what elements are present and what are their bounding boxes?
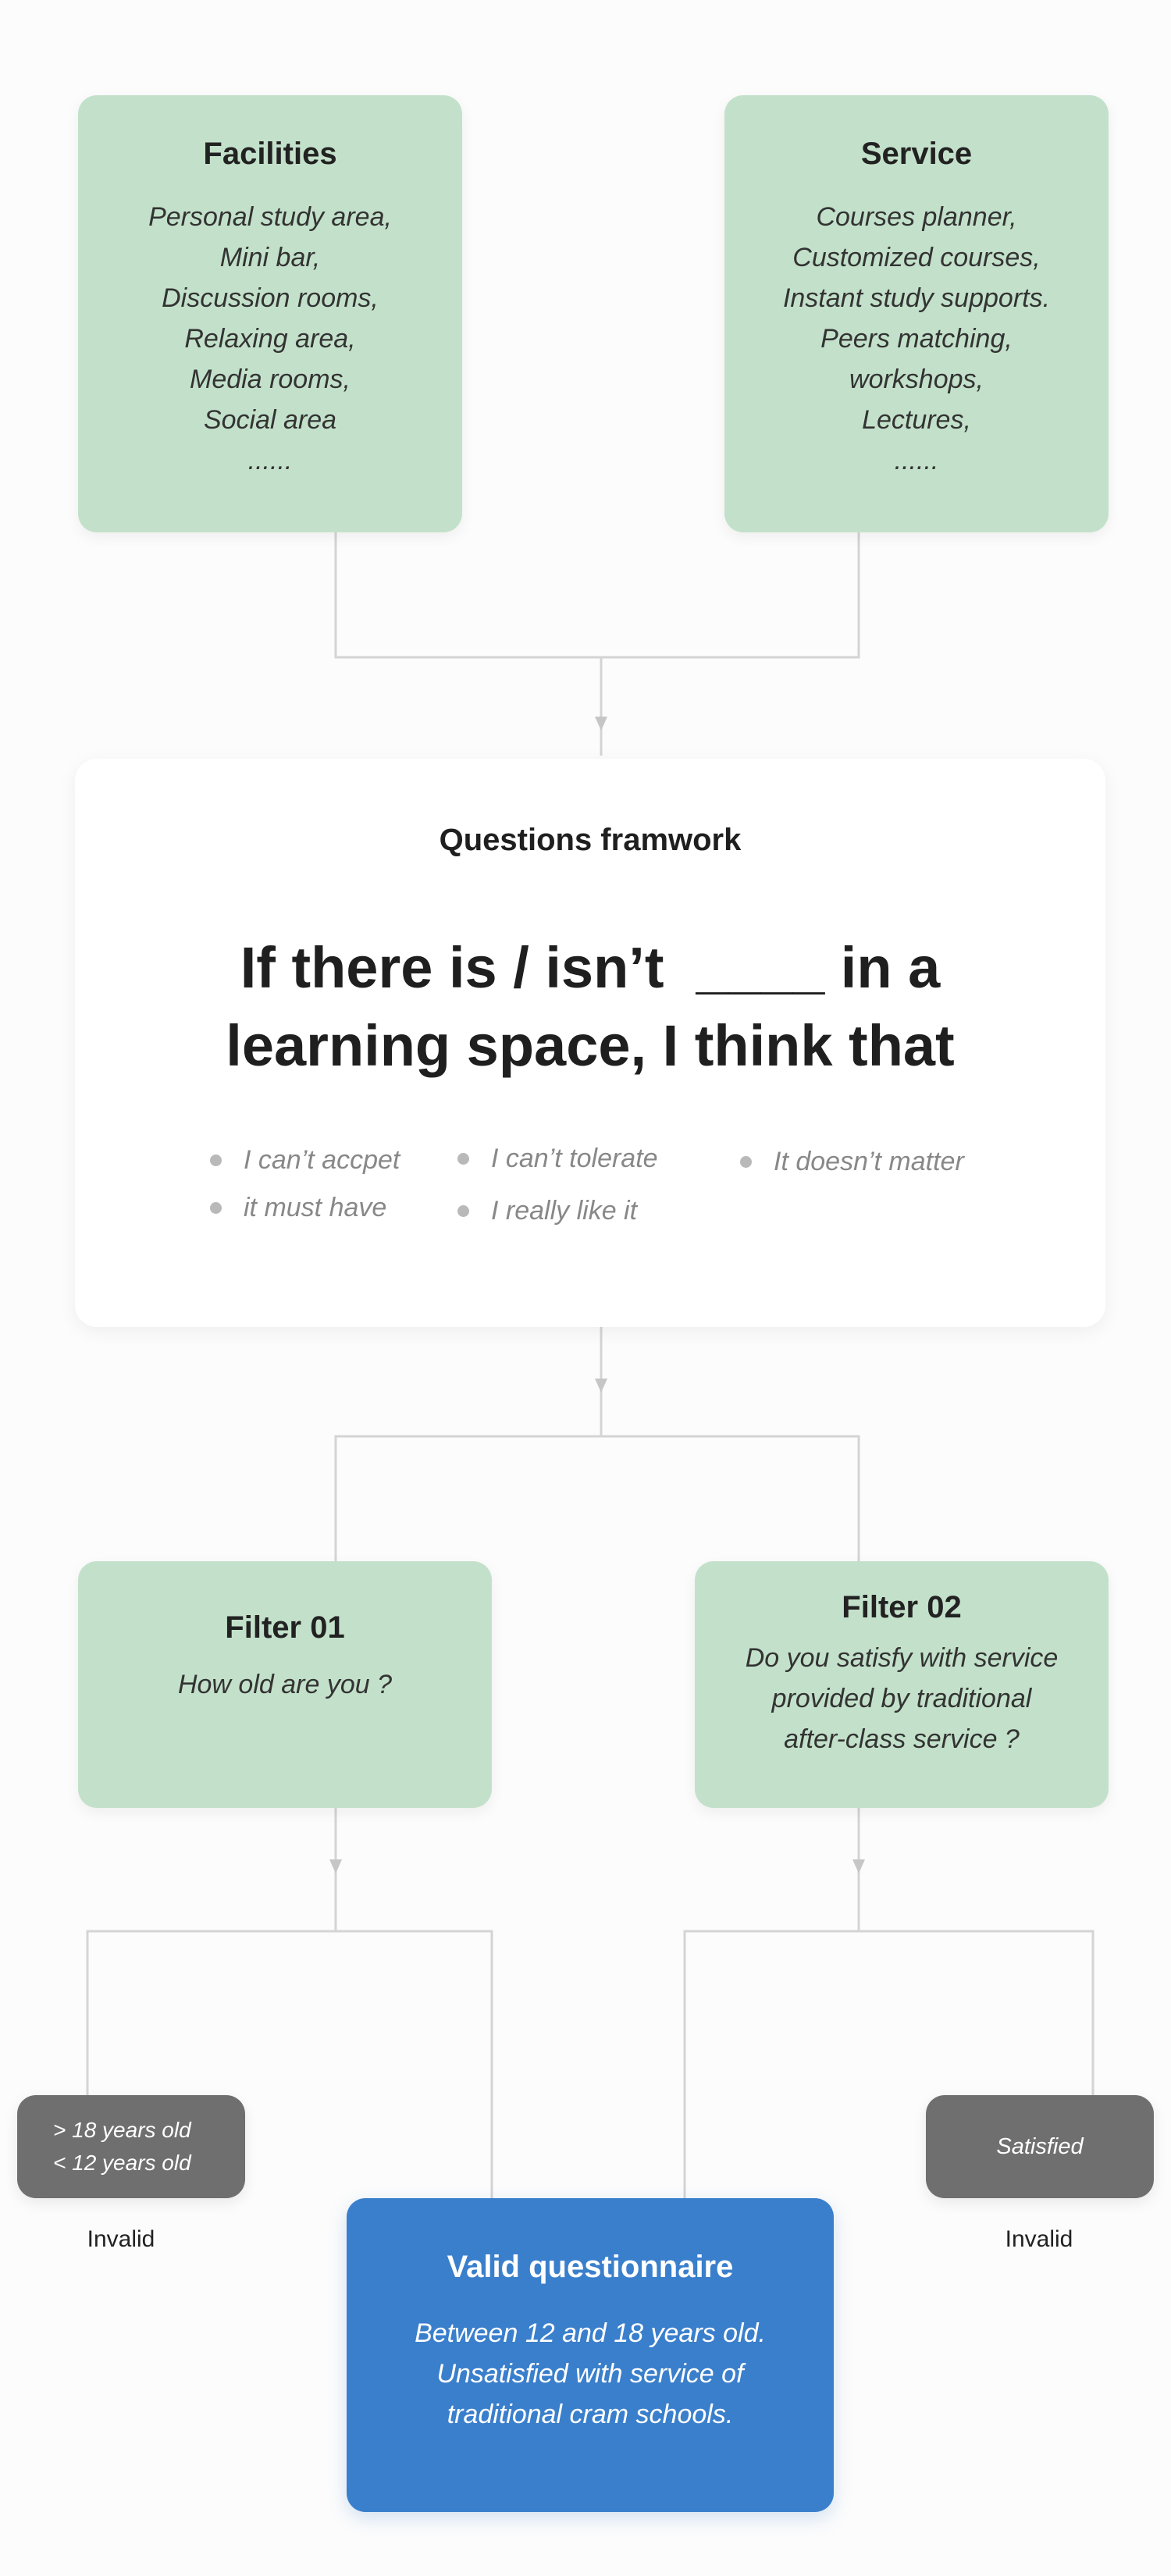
service-item: workshops, <box>849 365 984 394</box>
answer-option-label: I can’t accpet <box>244 1145 400 1175</box>
valid-criteria-line: Unsatisfied with service of <box>436 2359 744 2389</box>
facilities-item: Relaxing area, <box>184 324 356 354</box>
answer-option: I can’t tolerate <box>457 1144 658 1174</box>
service-box: Service Courses planner, Customized cour… <box>724 95 1109 532</box>
facilities-item: Social area <box>203 405 337 435</box>
filter-02-question-line: Do you satisfy with service <box>745 1643 1059 1673</box>
facilities-item: Discussion rooms, <box>162 283 379 313</box>
framework-statement-line: learning space, I think that <box>226 1013 955 1078</box>
bullet-dot-icon <box>210 1155 222 1166</box>
valid-criteria-line: Between 12 and 18 years old. <box>415 2318 766 2348</box>
answer-option: it must have <box>210 1193 386 1223</box>
filter-split-connector <box>334 1435 860 1561</box>
service-list: Courses planner, Customized courses, Ins… <box>724 197 1109 481</box>
arrow-head <box>595 1379 607 1393</box>
service-item: Peers matching, <box>820 324 1013 354</box>
service-item: Instant study supports. <box>782 283 1051 313</box>
filter-02-question: Do you satisfy with service provided by … <box>695 1638 1109 1759</box>
arrow-head <box>595 717 607 731</box>
invalid-satisfied-text: Satisfied <box>996 2133 1084 2159</box>
invalid-age-line: < 12 years old <box>53 2151 191 2175</box>
invalid-age-box: > 18 years old < 12 years old <box>17 2095 245 2198</box>
facilities-item: ...... <box>247 446 293 475</box>
bullet-dot-icon <box>740 1156 752 1168</box>
filter2-branch-connector <box>683 1930 1094 2198</box>
bullet-dot-icon <box>457 1153 469 1165</box>
filter-02-question-line: after-class service ? <box>784 1724 1020 1754</box>
service-title: Service <box>860 137 973 171</box>
framework-statement-line: If there is / isn’t ____ in a <box>240 935 941 1000</box>
filter1-branch-connector <box>86 1930 493 2198</box>
facilities-item: Personal study area, <box>148 202 392 232</box>
filter-01-question: How old are you ? <box>177 1670 393 1699</box>
facilities-list: Personal study area, Mini bar, Discussio… <box>78 197 462 481</box>
questions-framework-card: Questions framwork If there is / isn’t _… <box>75 759 1105 1327</box>
filter-01-box: Filter 01 How old are you ? <box>78 1561 492 1808</box>
bullet-dot-icon <box>210 1202 222 1214</box>
answer-option-label: it must have <box>244 1193 387 1222</box>
filter-02-question-line: provided by traditional <box>771 1684 1032 1713</box>
service-connector <box>601 532 860 659</box>
filter-02-title: Filter 02 <box>842 1590 962 1624</box>
framework-title: Questions framwork <box>439 823 742 857</box>
facilities-box: Facilities Personal study area, Mini bar… <box>78 95 462 532</box>
answer-option: It doesn’t matter <box>740 1147 964 1177</box>
invalid-satisfied-label: Invalid <box>1005 2226 1073 2252</box>
service-item: Lectures, <box>862 405 971 435</box>
invalid-age-line: > 18 years old <box>53 2118 191 2142</box>
valid-criteria-line: traditional cram schools. <box>447 2400 734 2429</box>
facilities-item: Media rooms, <box>190 365 351 394</box>
answer-option: I can’t accpet <box>210 1145 400 1176</box>
invalid-age-label: Invalid <box>87 2226 155 2252</box>
service-item: Customized courses, <box>792 243 1041 272</box>
answer-option-label: It doesn’t matter <box>774 1147 964 1176</box>
arrow-head <box>329 1859 342 1873</box>
valid-questionnaire-criteria: Between 12 and 18 years old. Unsatisfied… <box>347 2313 834 2435</box>
service-item: ...... <box>894 446 939 475</box>
bullet-dot-icon <box>457 1205 469 1217</box>
filter-01-title: Filter 01 <box>225 1610 345 1645</box>
answer-option-label: I really like it <box>491 1196 638 1226</box>
valid-questionnaire-box: Valid questionnaire Between 12 and 18 ye… <box>347 2198 834 2512</box>
arrow-head <box>852 1859 865 1873</box>
filter-02-box: Filter 02 Do you satisfy with service pr… <box>695 1561 1109 1808</box>
valid-questionnaire-title: Valid questionnaire <box>447 2250 734 2284</box>
service-item: Courses planner, <box>816 202 1017 232</box>
facilities-item: Mini bar, <box>219 243 321 272</box>
framework-statement: If there is / isn’t ____ in a learning s… <box>75 929 1105 1085</box>
facilities-connector <box>334 532 601 659</box>
answer-option: I really like it <box>457 1196 637 1226</box>
answer-option-label: I can’t tolerate <box>491 1144 658 1173</box>
facilities-title: Facilities <box>203 137 337 171</box>
invalid-satisfied-box: Satisfied <box>926 2095 1154 2198</box>
